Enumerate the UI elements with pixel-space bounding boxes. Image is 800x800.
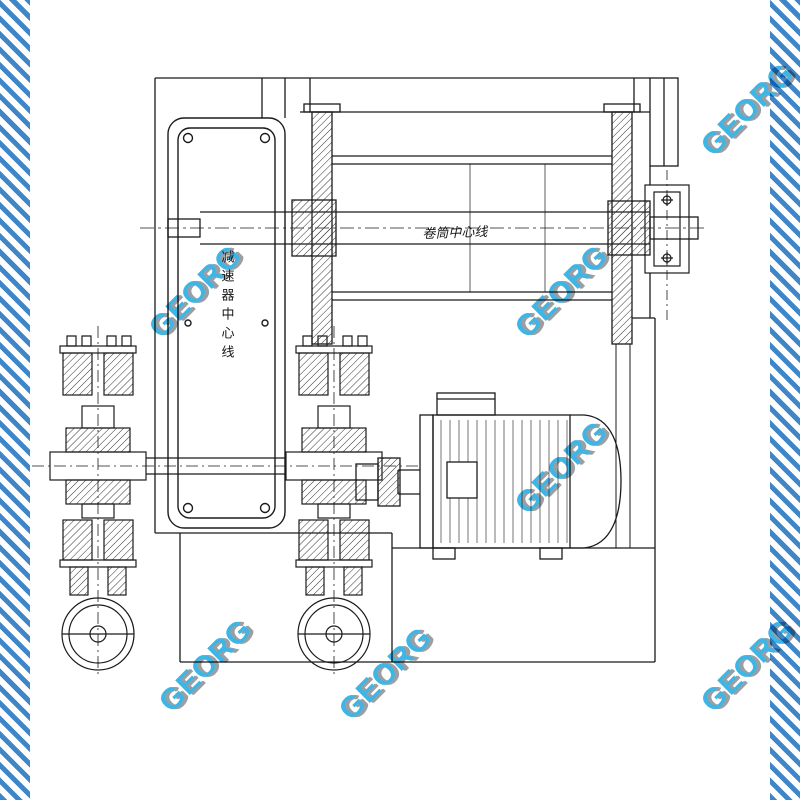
brake-block [355, 463, 379, 501]
gearbox-centerline-label: 减速器中心线 [219, 250, 235, 364]
right-stripe-border [770, 0, 800, 800]
motor-foot [432, 547, 456, 560]
terminal-box [436, 392, 496, 416]
cross-axle [32, 457, 420, 475]
left-stripe-border [0, 0, 30, 800]
right-bearing-bracket [644, 170, 690, 322]
drum-bearing [607, 200, 651, 256]
electric-motor [355, 392, 622, 560]
motor-coupling [377, 457, 401, 507]
motor-shaft [397, 469, 420, 495]
gear-reducer [167, 117, 286, 529]
wheel-column-right [285, 325, 383, 679]
drum-coupling [291, 199, 337, 257]
wheel-column-left [49, 325, 147, 679]
rope-drum [291, 103, 651, 548]
annotations: 卷筒中心线 减速器中心线 [219, 225, 489, 364]
motor-foot [539, 547, 563, 560]
motor-end-cap [570, 414, 622, 549]
nameplate [446, 461, 478, 499]
drum-centerline-label: 卷筒中心线 [422, 225, 488, 242]
frame [154, 77, 679, 663]
